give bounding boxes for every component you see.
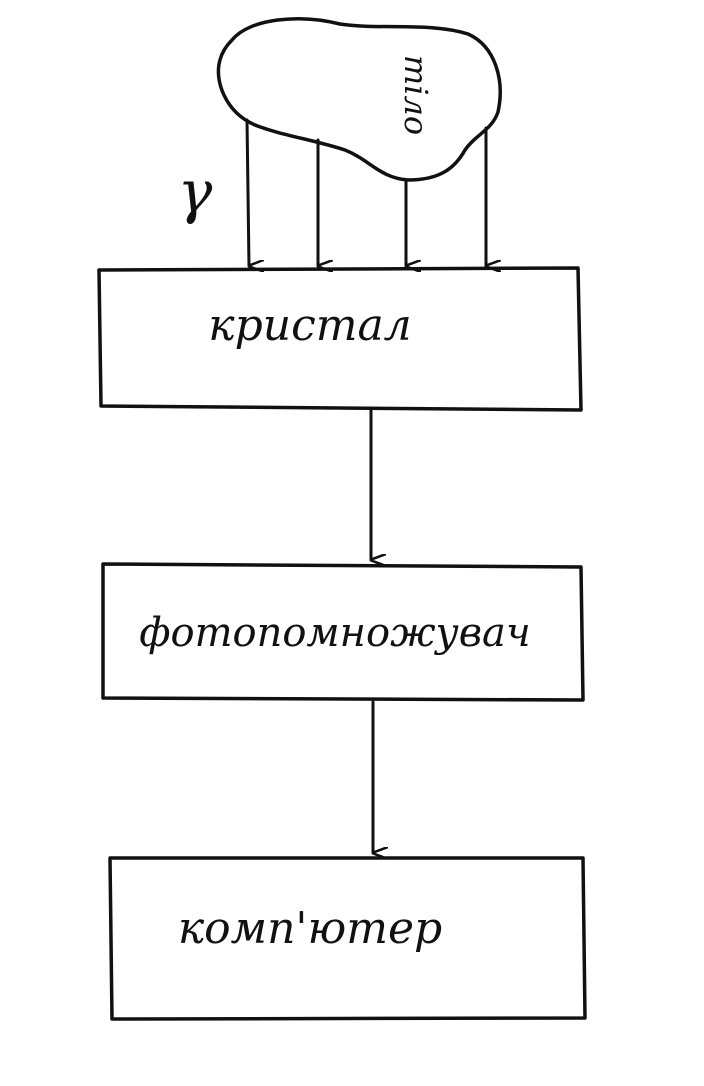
gamma-symbol: γ xyxy=(178,158,213,226)
photomultiplier-label: фотопомножувач xyxy=(139,610,531,656)
computer-label: комп'ютер xyxy=(178,903,442,954)
crystal-block xyxy=(97,266,583,412)
body-label: тіло xyxy=(397,55,435,135)
body-cloud-shape xyxy=(216,17,502,182)
photomultiplier-block xyxy=(101,562,585,702)
gamma-ray-arrow xyxy=(245,118,249,266)
crystal-label: кристал xyxy=(208,300,411,351)
computer-block xyxy=(108,856,587,1021)
